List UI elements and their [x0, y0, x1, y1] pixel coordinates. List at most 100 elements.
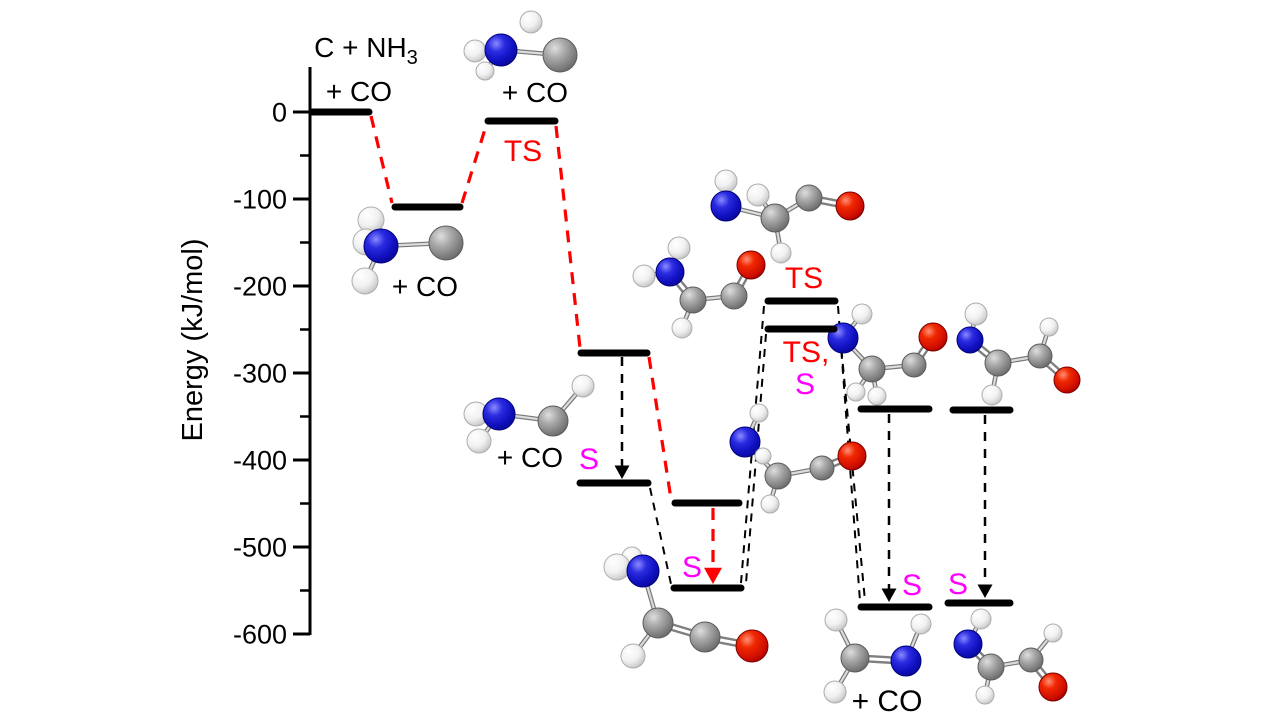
atom-H [632, 264, 656, 288]
atom-C [1027, 343, 1053, 369]
atom-O [735, 629, 769, 663]
molecule-aminoketene-intermediate [729, 403, 867, 514]
atom-H [975, 685, 995, 705]
atom-H [714, 169, 738, 193]
atom-H [824, 608, 848, 632]
atom-H [981, 384, 1003, 406]
tick-label--500: -500 [233, 532, 287, 562]
ts3-label-line2: S [795, 368, 815, 401]
red-dashed-connector [460, 125, 488, 204]
atom-C [720, 282, 748, 310]
atom-H [910, 613, 932, 635]
atom-C [858, 355, 886, 383]
atom-H [851, 303, 873, 325]
red-dashed-connector [647, 356, 673, 500]
atom-H [867, 386, 887, 406]
atom-N [956, 326, 984, 354]
atom-H [964, 302, 988, 326]
molecule-nh3-c-complex [351, 206, 464, 295]
atom-H [846, 382, 866, 402]
atom-N [710, 190, 742, 222]
atom-H [463, 39, 487, 63]
atom-H [351, 267, 379, 295]
arrowhead [614, 465, 630, 479]
s-label-product-left: S [902, 569, 922, 602]
product-co-label: + CO [852, 685, 923, 718]
atom-H [1043, 623, 1063, 643]
atom-O [837, 441, 867, 471]
atom-H [749, 403, 769, 423]
ts2-label: TS [785, 262, 823, 295]
molecule-iminoacetaldehyde-trans-lower [953, 608, 1068, 705]
atom-N [363, 228, 399, 264]
atom-N [655, 257, 685, 287]
atom-H [475, 61, 495, 81]
molecule-glycinal-right [827, 303, 948, 406]
molecule-iminoacetaldehyde-trans-upper [956, 302, 1081, 406]
y-axis: 0 -100 -200 -300 -400 -500 -600 [233, 67, 312, 649]
atom-H [571, 374, 595, 398]
atom-H [603, 553, 631, 581]
atom-O [918, 322, 948, 352]
atom-C [795, 184, 823, 212]
molecule-nh3-c-transition-structure [463, 10, 578, 81]
atom-H [760, 494, 780, 514]
ts3-label-line1: TS, [783, 336, 830, 369]
complex2-co-label: + CO [392, 271, 458, 302]
atom-H [746, 183, 770, 207]
atom-C [537, 405, 569, 437]
atom-C [760, 203, 790, 233]
tick-label-0: 0 [272, 97, 287, 127]
atom-N [484, 33, 518, 67]
molecule-aminoketene-product [603, 546, 769, 669]
tick-label--600: -600 [233, 619, 287, 649]
reactants-label-line2: + CO [326, 76, 392, 107]
atom-C [901, 352, 927, 378]
molecule-structures [351, 10, 1081, 705]
atom-C [689, 621, 721, 653]
atom-O [1038, 672, 1068, 702]
tick-label--300: -300 [233, 358, 287, 388]
atom-C [428, 225, 464, 261]
atom-H [970, 608, 992, 630]
atom-C [679, 286, 707, 314]
atom-N [626, 554, 660, 588]
molecule-glycinal-upper [710, 169, 865, 264]
atom-N [482, 397, 516, 431]
atom-H [754, 447, 772, 465]
y-axis-title: Energy (kJ/mol) [177, 238, 209, 441]
atom-C [977, 653, 1005, 681]
atom-C [809, 455, 835, 481]
atom-O [736, 250, 766, 280]
atom-O [1053, 366, 1081, 394]
atom-H [823, 680, 847, 704]
tick-label--100: -100 [233, 184, 287, 214]
atom-H [1039, 317, 1059, 337]
atom-H [667, 236, 691, 260]
atom-N [953, 629, 983, 659]
atom-C [642, 607, 674, 639]
atom-H [671, 317, 693, 339]
atom-C [764, 462, 792, 490]
ts1-label: TS [504, 135, 542, 168]
molecule-iminoacetaldehyde-cis [632, 236, 766, 339]
atom-C [1018, 647, 1044, 673]
atom-N [890, 645, 922, 677]
atom-O [835, 191, 865, 221]
atom-N [729, 426, 761, 458]
atom-H [519, 10, 543, 34]
tick-label--200: -200 [233, 271, 287, 301]
atom-H [770, 242, 792, 264]
carbene-co-label: + CO [497, 442, 563, 473]
arrowhead [704, 567, 722, 584]
s-label-aminoketene: S [682, 551, 702, 584]
tick-label--400: -400 [233, 445, 287, 475]
red-dashed-connector [554, 125, 582, 349]
reactants-label-line1: C + NH3 [314, 32, 418, 69]
black-dashed-connector [649, 487, 672, 585]
atom-C [542, 37, 578, 73]
s-label-product-right: S [948, 568, 968, 601]
